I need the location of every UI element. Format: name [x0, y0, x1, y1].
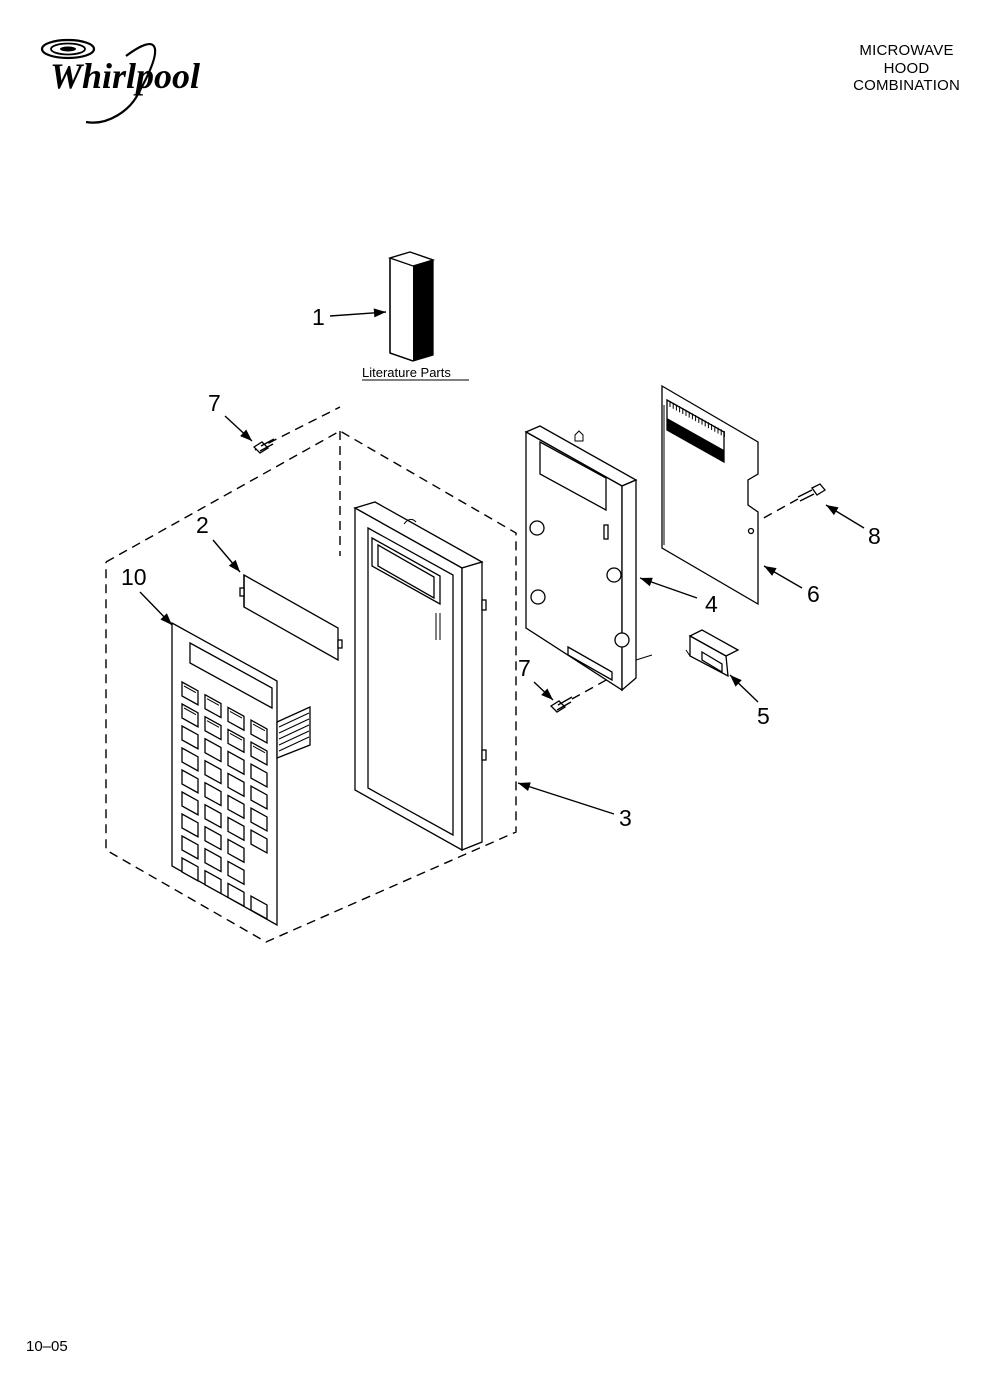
callout-1: 1: [312, 304, 325, 330]
keypad-key: [250, 895, 268, 921]
keypad-key: [250, 829, 268, 855]
keypad-key: [227, 816, 245, 842]
revision-code: 10–05: [26, 1338, 68, 1355]
part-7-screw-lower: [549, 678, 609, 713]
callout-3: 3: [619, 805, 632, 831]
arrow-4: [639, 577, 698, 599]
callout-6: 6: [807, 581, 820, 607]
callout-10: 10: [121, 564, 147, 590]
keypad-key: [181, 746, 199, 772]
part-2-display-lens: [239, 573, 343, 662]
callout-5: 5: [757, 703, 770, 729]
part-4-housing: [524, 425, 653, 692]
keypad-key: [227, 838, 245, 864]
keypad-key: [181, 724, 199, 750]
keypad-key: [204, 737, 222, 763]
keypad-key: [204, 759, 222, 785]
keypad-key: [227, 794, 245, 820]
keypad-key: [181, 702, 199, 728]
callout-7-upper: 7: [208, 390, 221, 416]
keypad-key: [227, 706, 245, 732]
keypad-key: [204, 847, 222, 873]
part-5-bracket: [685, 629, 740, 678]
keypad-key: [204, 869, 222, 895]
arrow-3: [517, 782, 615, 815]
whirlpool-logo: Whirlpool: [38, 34, 210, 130]
title-line-2: HOOD: [883, 59, 930, 77]
keypad-key: [227, 882, 245, 908]
keypad-key: [181, 812, 199, 838]
callout-7-lower: 7: [518, 655, 531, 681]
keypad-key: [181, 834, 199, 860]
keypad-key: [204, 781, 222, 807]
control-assembly-outline: [105, 406, 517, 943]
keypad-key: [204, 715, 222, 741]
callout-8: 8: [868, 523, 881, 549]
keypad-key: [227, 860, 245, 886]
part-3-control-panel: [353, 501, 487, 852]
title-line-3: COMBINATION: [853, 77, 960, 94]
leader-arrows: [139, 308, 865, 815]
keypad-key: [181, 680, 199, 706]
keypad-key: [181, 856, 199, 882]
keypad-key: [250, 785, 268, 811]
part-7-screw-upper: [252, 438, 275, 454]
keypad-key: [227, 750, 245, 776]
part-6-circuit-board: [661, 384, 759, 606]
keypad-key: [227, 772, 245, 798]
title-line-1: MICROWAVE: [859, 42, 954, 59]
arrow-5: [729, 674, 759, 703]
callout-4: 4: [705, 591, 718, 617]
callout-2: 2: [196, 512, 209, 538]
keypad-key: [250, 763, 268, 789]
arrow-10: [139, 591, 173, 626]
arrow-7-upper: [224, 415, 253, 442]
keypad-key: [181, 790, 199, 816]
keypad-key: [250, 719, 268, 745]
keypad-key: [250, 807, 268, 833]
literature-parts-label: Literature Parts: [362, 365, 451, 380]
keypad-key: [227, 728, 245, 754]
keypad-key: [181, 768, 199, 794]
keypad-key: [204, 803, 222, 829]
svg-text:Whirlpool: Whirlpool: [50, 56, 200, 96]
keypad-key: [204, 693, 222, 719]
keypad-key: [204, 825, 222, 851]
arrow-6: [763, 565, 803, 589]
part-10-keypad: [171, 621, 311, 927]
arrow-1: [329, 308, 387, 318]
arrow-7-lower: [533, 681, 554, 701]
part-8-screw: [759, 483, 826, 521]
arrow-2: [212, 539, 241, 573]
part-1-literature: [387, 251, 436, 362]
diagram-title: MICROWAVE HOOD COMBINATION: [853, 42, 960, 95]
arrow-8: [825, 504, 865, 529]
keypad-key: [250, 741, 268, 767]
